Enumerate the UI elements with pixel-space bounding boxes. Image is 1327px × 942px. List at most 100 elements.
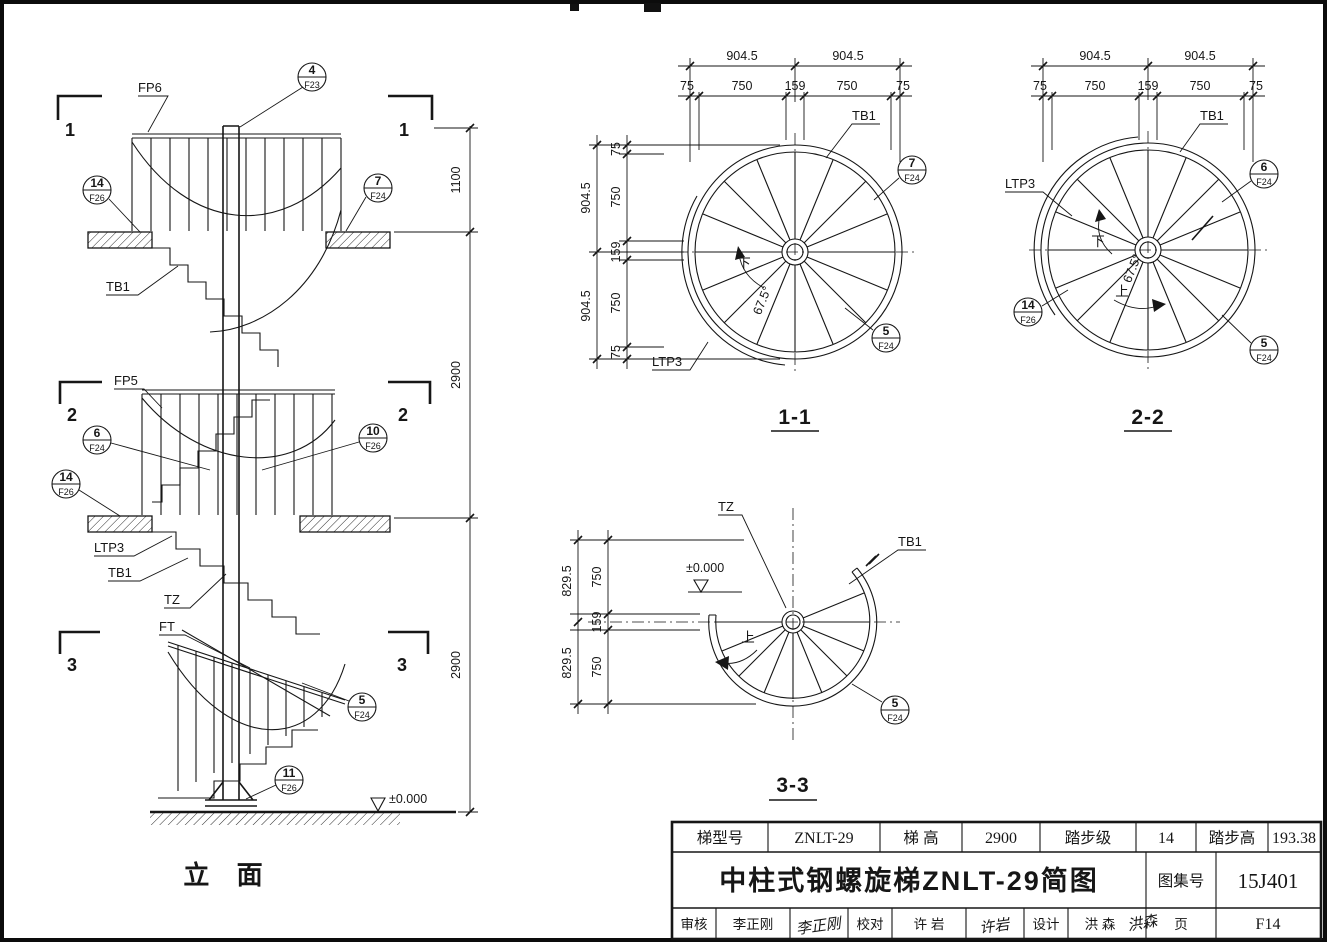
callout-leader bbox=[261, 441, 360, 471]
dim-label: 75 bbox=[609, 142, 623, 156]
callout-leader bbox=[239, 86, 304, 128]
top-balusters bbox=[131, 138, 342, 231]
plan-2-2-title: 2-2 bbox=[1131, 406, 1164, 429]
outer-rim bbox=[1040, 142, 1256, 358]
break-symbol bbox=[1191, 215, 1214, 241]
section-2-marker-right bbox=[388, 380, 432, 404]
mid-balusters bbox=[141, 394, 333, 515]
check-label: 校对 bbox=[857, 916, 884, 932]
ground-hatch bbox=[150, 813, 400, 825]
leader-tb1 bbox=[848, 549, 926, 585]
callout-ref: F24 bbox=[887, 713, 903, 723]
label-ltp3: LTP3 bbox=[94, 540, 124, 555]
dim-label: 904.5 bbox=[832, 49, 863, 63]
callout-num: 14 bbox=[1021, 298, 1035, 312]
dim-label: 75 bbox=[609, 345, 623, 359]
review-name: 李正刚 bbox=[733, 917, 774, 932]
lower-balusters bbox=[177, 645, 323, 791]
callout-num: 4 bbox=[309, 63, 316, 77]
elevation-view: 1 1 2 2 3 3 ±0.000 1100 2900 2900 FP6 TB… bbox=[51, 62, 478, 890]
atlas-number: 15J401 bbox=[1238, 869, 1299, 893]
callout-14-f26-plan22: 14 F26 bbox=[1013, 289, 1069, 327]
dim-label: 829.5 bbox=[560, 565, 574, 596]
mid-railing bbox=[142, 389, 335, 395]
dim-label: 159 bbox=[609, 242, 623, 263]
dim-label: 75 bbox=[1033, 79, 1047, 93]
atlas-label: 图集号 bbox=[1158, 872, 1205, 890]
steps-bottom bbox=[158, 729, 318, 799]
center-column bbox=[222, 125, 240, 800]
callout-leader bbox=[78, 489, 121, 517]
leader-ltp3 bbox=[94, 535, 173, 557]
title-block-row1-dividers bbox=[767, 822, 1269, 852]
callout-leader bbox=[245, 784, 277, 800]
spec-model-value: ZNLT-29 bbox=[794, 830, 853, 847]
landing-guard-arc bbox=[1033, 136, 1139, 316]
dim-label: 750 bbox=[732, 79, 753, 93]
dim-label: 750 bbox=[590, 567, 604, 588]
callout-leader bbox=[1221, 314, 1252, 344]
label-tb1-upper: TB1 bbox=[106, 279, 130, 294]
steps-upper-flight-2 bbox=[152, 399, 270, 503]
dim-label: 159 bbox=[785, 79, 806, 93]
label-down: 下 bbox=[1091, 234, 1105, 249]
plan-3-3-title: 3-3 bbox=[776, 774, 809, 797]
section-1-label-left: 1 bbox=[65, 120, 75, 140]
dim-label: 750 bbox=[1085, 79, 1106, 93]
dim-ticks-left bbox=[592, 140, 632, 364]
label-tb1: TB1 bbox=[852, 108, 876, 123]
plan-view-2-2: 904.5 904.5 75 750 159 750 75 TB1 LTP3 下… bbox=[1005, 49, 1279, 432]
spec-model-label: 梯型号 bbox=[697, 829, 744, 847]
callout-num: 11 bbox=[283, 766, 296, 780]
dim-label: 904.5 bbox=[1184, 49, 1215, 63]
callout-num: 5 bbox=[892, 696, 899, 710]
center-lines bbox=[588, 508, 900, 742]
design-label: 设计 bbox=[1033, 917, 1060, 932]
callout-num: 5 bbox=[883, 324, 890, 338]
scan-artifact bbox=[570, 4, 579, 11]
dim-label: 904.5 bbox=[726, 49, 757, 63]
page-label: 页 bbox=[1174, 917, 1188, 932]
callout-leader bbox=[873, 177, 900, 201]
dim-2900-lower: 2900 bbox=[449, 651, 463, 679]
column-hub-inner bbox=[1139, 241, 1157, 259]
dim-label: 75 bbox=[680, 79, 694, 93]
dim-label: 904.5 bbox=[1079, 49, 1110, 63]
dim-label: 750 bbox=[837, 79, 858, 93]
section-1-marker-right bbox=[388, 94, 434, 120]
helical-rail-mid bbox=[141, 397, 336, 459]
callout-ref: F26 bbox=[365, 441, 381, 451]
title-block: 梯型号 ZNLT-29 梯 高 2900 踏步级 14 踏步高 193.38 中… bbox=[670, 820, 1323, 941]
level-zero-label: ±0.000 bbox=[389, 792, 427, 806]
label-down: 下 bbox=[737, 256, 751, 271]
leader-tb1 bbox=[825, 123, 880, 159]
callout-11-f26: 11 F26 bbox=[245, 765, 304, 800]
callout-num: 14 bbox=[59, 470, 73, 484]
section-1-marker-left bbox=[56, 94, 102, 120]
title-block-border bbox=[670, 820, 1323, 941]
tread-lines bbox=[716, 592, 870, 699]
dim-extensions-left bbox=[589, 144, 780, 360]
dim-extensions-left bbox=[570, 539, 756, 705]
spec-steps-value: 14 bbox=[1158, 830, 1174, 847]
arrowhead bbox=[1152, 299, 1166, 312]
callout-ref: F26 bbox=[281, 783, 297, 793]
callout-leader bbox=[301, 682, 350, 702]
dim-extensions-top bbox=[689, 58, 901, 162]
label-ft: FT bbox=[159, 619, 175, 634]
dim-1100: 1100 bbox=[449, 167, 463, 194]
callout-leader bbox=[1221, 180, 1252, 203]
column-base bbox=[205, 781, 257, 807]
mid-slab-right bbox=[299, 515, 391, 533]
callout-num: 6 bbox=[1261, 160, 1268, 174]
spec-steps-label: 踏步级 bbox=[1065, 829, 1112, 847]
dim-ticks-right bbox=[465, 123, 475, 817]
section-3-marker-left bbox=[58, 630, 100, 654]
dim-label: 829.5 bbox=[560, 647, 574, 678]
check-signature: 许岩 bbox=[978, 916, 1012, 937]
callout-4-f23: 4 F23 bbox=[239, 62, 327, 128]
callout-num: 5 bbox=[1261, 336, 1268, 350]
